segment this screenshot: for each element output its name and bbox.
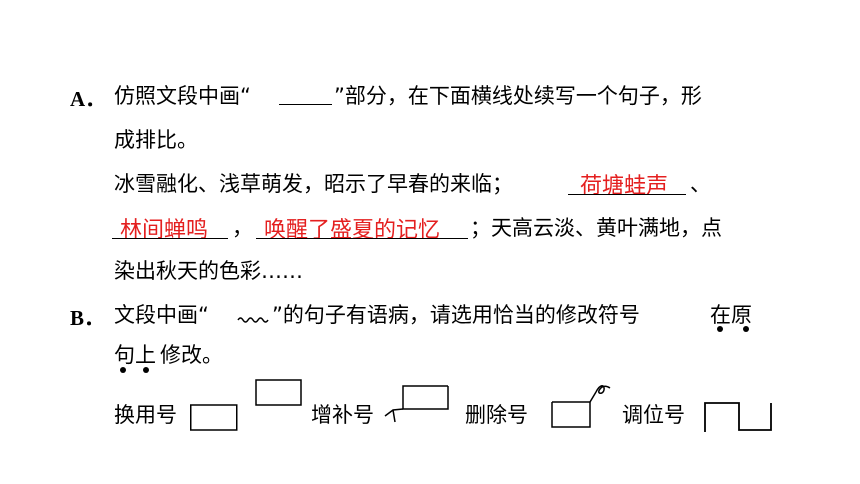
answer-3-underline	[256, 238, 468, 239]
replace-symbol-icon	[190, 379, 302, 431]
question-a-text-1a: 仿照文段中画“	[114, 84, 251, 108]
question-a-text-3: 冰雪融化、浅草萌发，昭示了早春的来临；	[114, 172, 513, 196]
answer-1: 荷塘蛙声	[580, 174, 669, 199]
emphasis-dot	[143, 367, 149, 373]
emphasis-dot	[743, 326, 749, 332]
comma: ，	[232, 216, 253, 240]
question-a-text-5: 染出秋天的色彩……	[114, 259, 303, 283]
reorder-symbol-label: 调位号	[622, 403, 685, 427]
question-b-text-1a: 文段中画“	[114, 303, 209, 327]
delete-symbol-label: 删除号	[465, 403, 528, 427]
emphasis-text-1: 在原	[710, 303, 752, 327]
question-b-label: B．	[70, 306, 106, 330]
replace-symbol-label: 换用号	[114, 403, 177, 427]
delete-symbol-icon	[551, 385, 611, 428]
emphasis-dot	[717, 326, 723, 332]
answer-2-underline	[112, 238, 228, 239]
reorder-symbol-icon	[704, 402, 772, 432]
question-a-label: A．	[70, 87, 107, 111]
answer-3: 唤醒了盛夏的记忆	[264, 218, 441, 243]
emphasis-text-2: 句上	[114, 343, 156, 367]
answer-2: 林间蝉鸣	[120, 218, 209, 243]
question-a-text-4: ；天高云淡、黄叶满地，点	[470, 216, 722, 240]
question-a-text-1b: ”部分，在下面横线处续写一个句子，形	[334, 84, 702, 108]
question-b-text-2: 修改。	[160, 343, 223, 367]
wavy-underline-sample	[237, 317, 269, 323]
insert-symbol-label: 增补号	[311, 403, 374, 427]
blank-underline-sample	[279, 104, 332, 105]
insert-symbol-icon	[384, 385, 449, 423]
answer-1-underline	[568, 194, 686, 195]
question-a-text-3-suffix: 、	[690, 172, 711, 196]
emphasis-dot	[120, 367, 126, 373]
question-b-text-1b: ”的句子有语病，请选用恰当的修改符号	[272, 303, 640, 327]
question-a-text-2: 成排比。	[114, 128, 198, 152]
